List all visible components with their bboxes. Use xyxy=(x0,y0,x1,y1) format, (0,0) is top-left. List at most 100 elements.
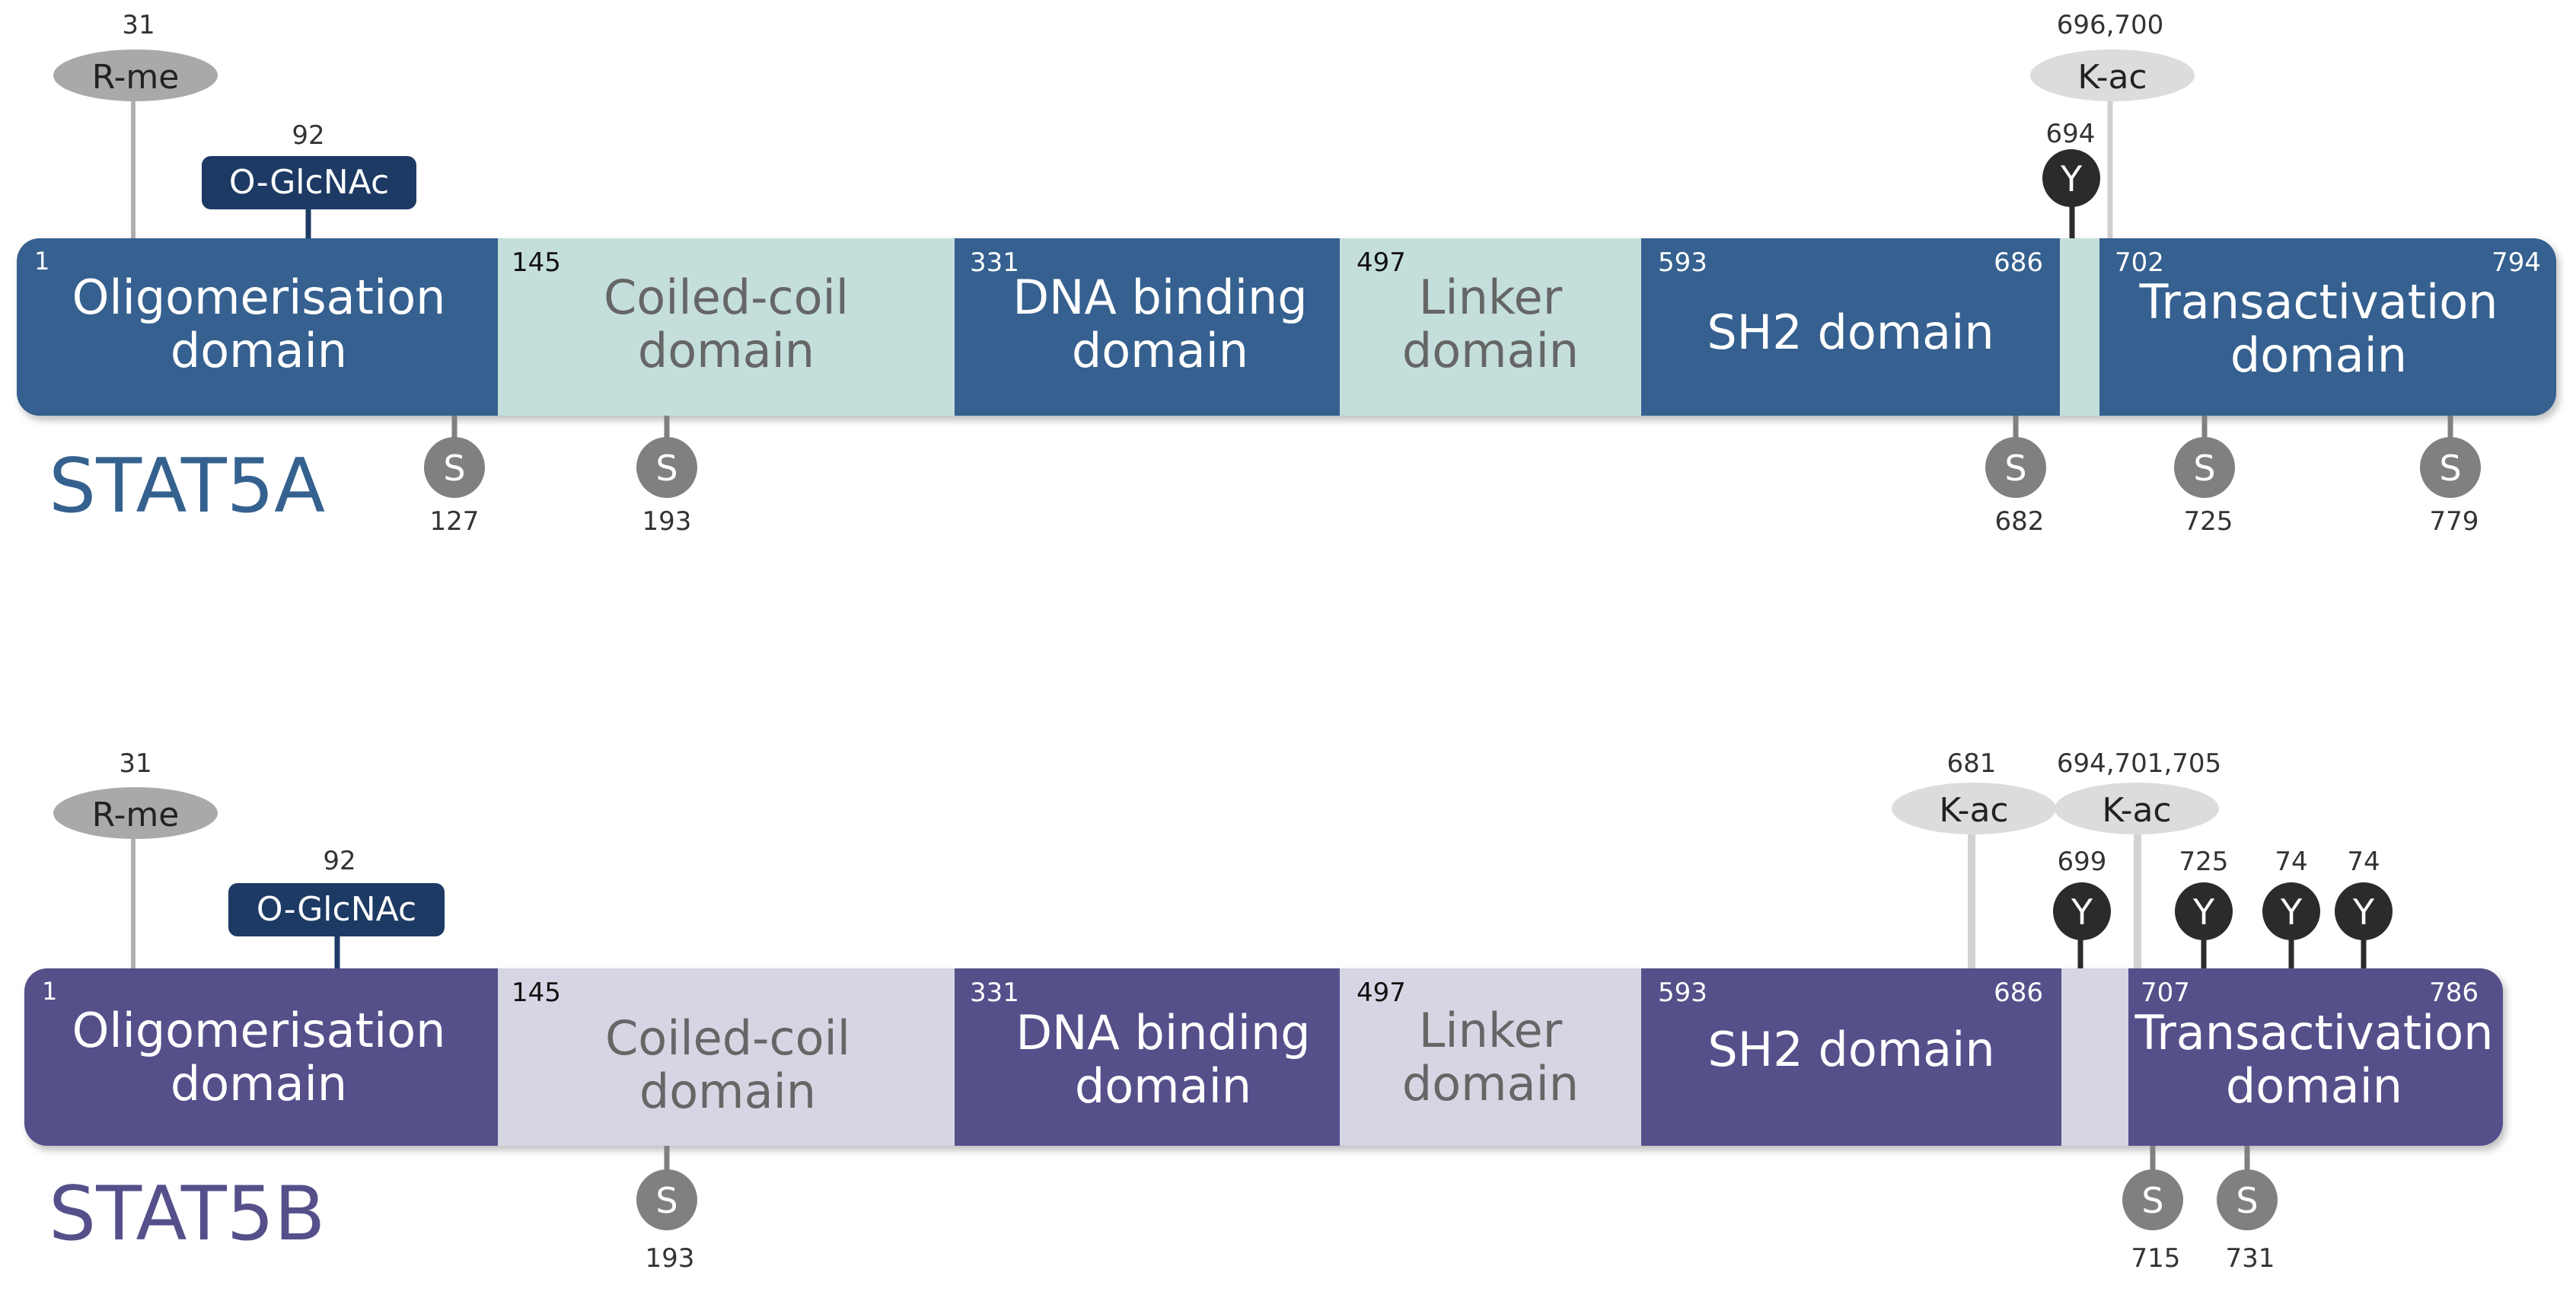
stat5a-kac-marker xyxy=(2030,49,2195,101)
stat5a-s725-position: 725 xyxy=(2184,506,2233,537)
stat5b-rme-label: R-me xyxy=(92,796,180,834)
stat5a-transactivation-label-1: Transactivation xyxy=(2139,274,2498,330)
stat5a-y694-label: Y xyxy=(2060,158,2083,199)
stat5a-transactivation-domain xyxy=(2099,238,2556,416)
stat5a-start-702: 702 xyxy=(2115,247,2164,278)
stat5b-linker-domain xyxy=(1340,968,1641,1146)
stat5a-domain-bar xyxy=(17,238,2556,416)
stat5a-s682-marker xyxy=(1985,437,2046,498)
stat5b-y74a-position: 74 xyxy=(2275,847,2307,877)
stat5b-start-593: 593 xyxy=(1658,978,1707,1008)
stat5a-s193-marker xyxy=(636,437,697,498)
stat5b-y74a-label: Y xyxy=(2280,892,2303,933)
stat5a-dna-binding-domain xyxy=(955,238,1340,416)
stat5a-s193-position: 193 xyxy=(642,506,692,537)
stat5a-gap-segment xyxy=(2060,238,2099,416)
stat5a-oligomerisation-label-1: Oligomerisation xyxy=(72,270,446,325)
stat5b-end-786: 786 xyxy=(2429,978,2479,1008)
stat5a-start-331: 331 xyxy=(970,247,1019,278)
stat5b-kac681-position: 681 xyxy=(1947,748,1997,779)
stat5a-y694-marker xyxy=(2042,149,2100,207)
stat5b-s731-marker xyxy=(2217,1169,2278,1230)
stat5b-y74b-label: Y xyxy=(2352,892,2375,933)
stat5b-y74b-marker xyxy=(2335,882,2393,940)
stat5a-y694-position: 694 xyxy=(2046,119,2096,149)
stat5b-y74b-position: 74 xyxy=(2347,847,2380,877)
stat5b-glcnac-marker xyxy=(228,883,445,936)
stat5a-start-497: 497 xyxy=(1357,247,1406,278)
stat5a-glcnac-label: O-GlcNAc xyxy=(229,163,389,202)
stat5b-s193-marker xyxy=(636,1169,697,1230)
stat5b-y699-marker xyxy=(2053,882,2111,940)
stat5b-start-145: 145 xyxy=(512,978,561,1008)
stat5b-start-1: 1 xyxy=(42,977,57,1006)
stat5b-coiled-coil-label-2: domain xyxy=(639,1064,816,1119)
stat5b-dna-binding-label-1: DNA binding xyxy=(1015,1005,1310,1061)
stat5b-s715-marker xyxy=(2122,1169,2183,1230)
stat5b-y74a-marker xyxy=(2262,882,2320,940)
stat5a-rme-marker xyxy=(53,49,218,101)
stat5a-title: STAT5A xyxy=(49,443,325,530)
stat5b-s715-position: 715 xyxy=(2131,1243,2181,1274)
stat5b-linker-label-2: domain xyxy=(1402,1056,1579,1112)
stat5b-y725-position: 725 xyxy=(2179,847,2229,877)
stat5a-transactivation-label-2: domain xyxy=(2230,327,2407,383)
stat5b-title: STAT5B xyxy=(49,1171,325,1258)
stat5b-dna-binding-label-2: domain xyxy=(1075,1058,1251,1114)
stat5a-glcnac-marker xyxy=(202,156,416,209)
stat5a-s725-marker xyxy=(2174,437,2235,498)
stat5b-kac694-label: K-ac xyxy=(2102,791,2171,830)
stat5a-oligomerisation-label-2: domain xyxy=(171,323,347,378)
stat5b-linker-label-1: Linker xyxy=(1419,1003,1563,1058)
stat5b-kac694-marker xyxy=(2055,783,2219,834)
stat5b-rme-position: 31 xyxy=(119,748,151,779)
stat5a-s127-marker xyxy=(424,437,485,498)
stat5b-gap-segment xyxy=(2061,968,2128,1146)
stat5a-s725-label: S xyxy=(2193,448,2215,489)
stat5a-glcnac-position: 92 xyxy=(292,120,324,151)
stat5b-glcnac-position: 92 xyxy=(323,846,355,876)
stat5b-start-497: 497 xyxy=(1357,978,1406,1008)
stat5a-s127-label: S xyxy=(443,448,465,489)
stat5a-sh2-label: SH2 domain xyxy=(1707,305,1994,360)
stat5a-kac-label: K-ac xyxy=(2077,58,2147,97)
stat5b-coiled-coil-label-1: Coiled-coil xyxy=(605,1010,850,1066)
stat5a-s779-position: 779 xyxy=(2430,506,2479,537)
stat5a-oligomerisation-domain xyxy=(17,238,498,416)
stat5b-oligomerisation-label-2: domain xyxy=(171,1056,347,1112)
stat5a-dna-binding-label-1: DNA binding xyxy=(1012,270,1307,325)
stat5b-start-331: 331 xyxy=(970,978,1019,1008)
stat5b-y699-position: 699 xyxy=(2058,847,2107,877)
stat5b-end-686: 686 xyxy=(1994,978,2043,1008)
stat5b-s193-position: 193 xyxy=(646,1243,695,1274)
stat5b-oligomerisation-domain xyxy=(24,968,498,1146)
stat5a-linker-label-2: domain xyxy=(1402,323,1579,378)
stat5b-s731-position: 731 xyxy=(2226,1243,2275,1274)
stat5a-start-145: 145 xyxy=(512,247,561,278)
stat5b-start-707: 707 xyxy=(2141,978,2190,1008)
stat5b-oligomerisation-label-1: Oligomerisation xyxy=(72,1003,446,1058)
stat5a-end-686: 686 xyxy=(1994,247,2043,278)
stat5a-rme-position: 31 xyxy=(122,10,155,40)
stat5a-s193-label: S xyxy=(655,448,677,489)
stat5b-transactivation-label-1: Transactivation xyxy=(2134,1005,2494,1061)
stat5a-s779-label: S xyxy=(2439,448,2461,489)
stat5b-kac681-marker xyxy=(1892,783,2056,834)
stat5a-s682-position: 682 xyxy=(1995,506,2045,537)
stat5a-coiled-coil-label-2: domain xyxy=(638,323,815,378)
stat5a-dna-binding-label-2: domain xyxy=(1072,323,1248,378)
stat5b-s715-label: S xyxy=(2141,1180,2163,1221)
stat5a-rme-label: R-me xyxy=(92,58,180,97)
stat5b-y725-label: Y xyxy=(2192,892,2215,933)
stat5a-linker-domain xyxy=(1340,238,1641,416)
stat5b-glcnac-label: O-GlcNAc xyxy=(257,890,416,929)
stat5a-coiled-coil-label-1: Coiled-coil xyxy=(604,270,849,325)
stat5b-y699-label: Y xyxy=(2071,892,2093,933)
stat5b-dna-binding-domain xyxy=(955,968,1340,1146)
stat5a-s127-position: 127 xyxy=(430,506,480,537)
stat5b-coiled-coil-domain xyxy=(498,968,955,1146)
stat5b-protein: 1 145 331 497 593 686 707 786 Oligomeris… xyxy=(24,748,2503,1274)
stat5a-protein: 1 145 331 497 593 686 702 794 Oligomeris… xyxy=(17,10,2556,537)
